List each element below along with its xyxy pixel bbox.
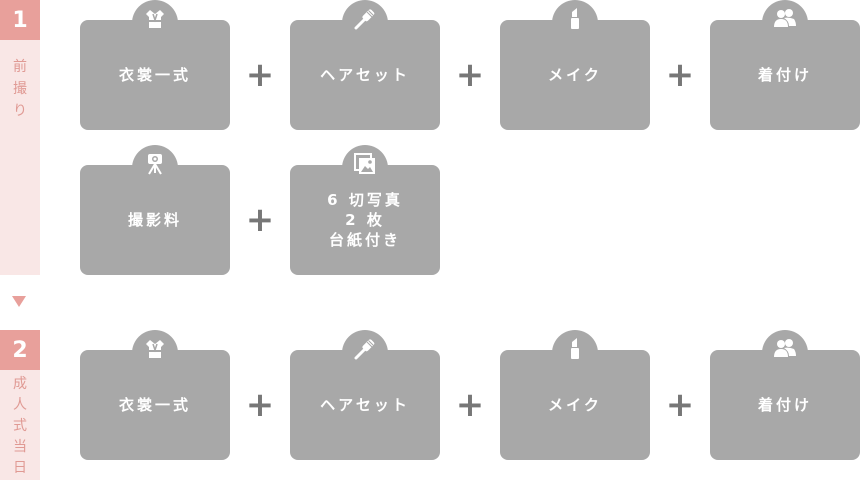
plus-sign: + [455, 385, 485, 425]
step-2-label: 成 人 式 当 日 [0, 370, 40, 480]
comb-icon [342, 330, 388, 372]
plus-sign: + [455, 55, 485, 95]
people-icon [762, 330, 808, 372]
card-label: 衣裳一式 [118, 396, 191, 414]
kimono-icon [132, 0, 178, 42]
people-icon [762, 0, 808, 42]
plus-sign: + [665, 55, 695, 95]
camera-tripod-icon [132, 145, 178, 187]
card-label: 6 切写真 2 枚 台紙付き [327, 191, 403, 249]
card-costume-set: 衣裳一式 [80, 0, 230, 130]
step-1-label-char: り [13, 103, 27, 119]
card-label: メイク [548, 66, 602, 84]
card-hair-set: ヘアセット [290, 0, 440, 130]
plus-sign: + [665, 385, 695, 425]
card-label: ヘアセット [320, 396, 410, 414]
card-label: 衣裳一式 [118, 66, 191, 84]
card-dressing: 着付け [710, 0, 860, 130]
card-photo-fee: 撮影料 [80, 145, 230, 275]
plus-sign: + [245, 55, 275, 95]
card-makeup: メイク [500, 330, 650, 460]
down-arrow-icon [12, 296, 26, 307]
lipstick-icon [552, 0, 598, 42]
step-1-label-char: 撮 [13, 81, 27, 97]
card-label: 着付け [757, 66, 812, 84]
card-dressing: 着付け [710, 330, 860, 460]
step-2-number: 2 [0, 330, 40, 370]
step-1-label-char: 前 [13, 59, 27, 75]
step-2-label-char: 日 [13, 460, 27, 476]
step-2-label-char: 人 [13, 397, 27, 413]
card-label: ヘアセット [320, 66, 410, 84]
step-1-label: 前 撮 り [0, 40, 40, 275]
step-1-number: 1 [0, 0, 40, 40]
card-label: 着付け [757, 396, 812, 414]
card-photo-print: 6 切写真 2 枚 台紙付き [290, 145, 440, 275]
comb-icon [342, 0, 388, 42]
plus-sign: + [245, 200, 275, 240]
card-label: 撮影料 [127, 211, 182, 229]
card-costume-set: 衣裳一式 [80, 330, 230, 460]
plus-sign: + [245, 385, 275, 425]
step-2-label-char: 成 [13, 376, 27, 392]
step-2-label-char: 当 [13, 439, 27, 455]
step-2-label-char: 式 [13, 418, 27, 434]
photo-icon [342, 145, 388, 187]
card-hair-set: ヘアセット [290, 330, 440, 460]
kimono-icon [132, 330, 178, 372]
lipstick-icon [552, 330, 598, 372]
card-label: メイク [548, 396, 602, 414]
card-makeup: メイク [500, 0, 650, 130]
